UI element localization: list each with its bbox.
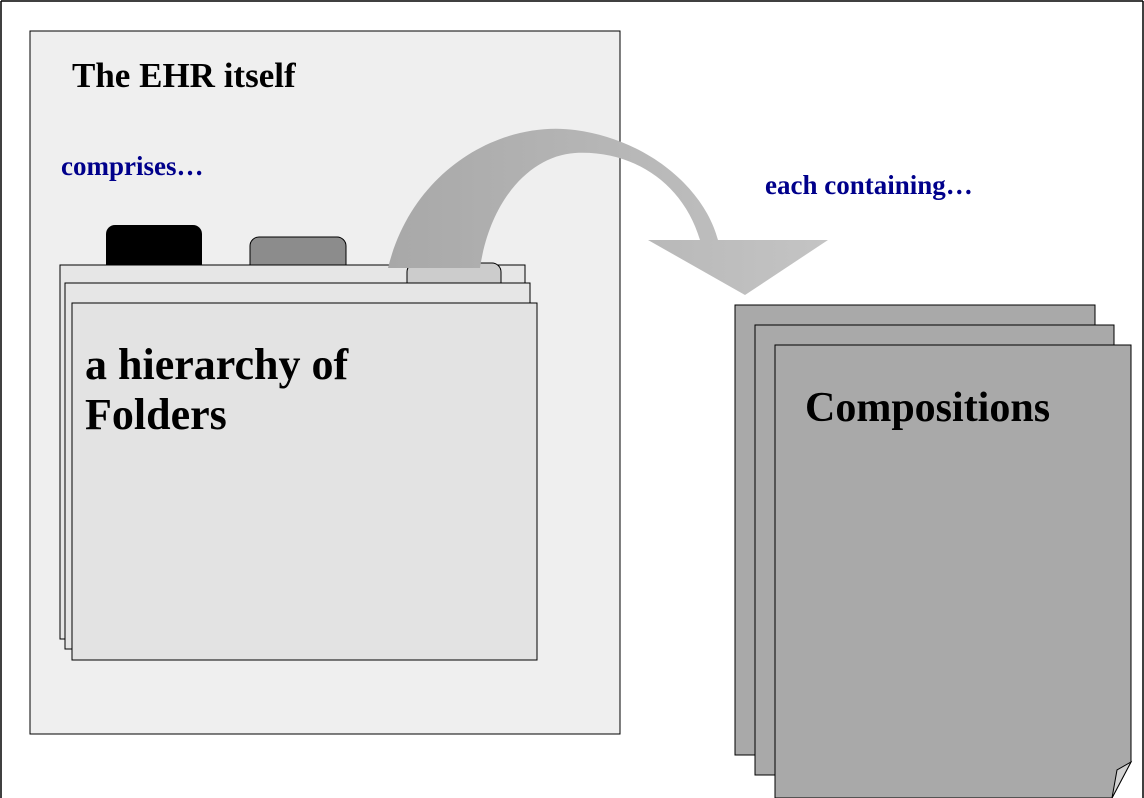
folder-sheet-front: [71, 302, 538, 661]
ehr-subtitle: comprises…: [61, 151, 203, 181]
compositions-label: Compositions: [805, 385, 1050, 431]
arrow-caption: each containing…: [765, 170, 973, 200]
curved-arrow: [388, 128, 828, 295]
ehr-title: The EHR itself: [72, 56, 296, 95]
folder-tab-black: [106, 225, 202, 273]
folder-stack: a hierarchy of Folders: [59, 225, 538, 661]
folders-label-line2: Folders: [85, 390, 227, 439]
folders-label-line1: a hierarchy of: [85, 340, 349, 389]
composition-stack: Compositions: [734, 304, 1133, 798]
composition-page-front-curl: [1111, 760, 1133, 798]
